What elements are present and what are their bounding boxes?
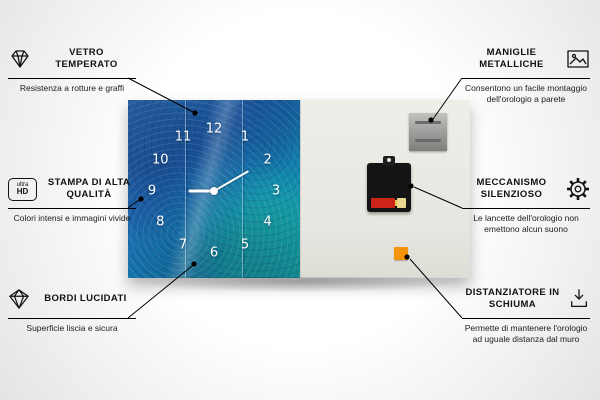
clock-number: 10 xyxy=(152,152,169,168)
clock-number: 7 xyxy=(178,237,188,253)
spacer-arrow-icon xyxy=(568,288,590,310)
callout-bordi-lucidati: BORDI LUCIDATI Superficie liscia e sicur… xyxy=(8,282,136,334)
metal-hanger-plate xyxy=(409,113,447,151)
callout-distanziatore-schiuma: DISTANZIATORE IN SCHIUMA Permette di man… xyxy=(462,282,590,345)
callout-stampa-alta-qualita: ultra HD STAMPA DI ALTA QUALITÀ Colori i… xyxy=(8,172,136,224)
callout-underline xyxy=(462,208,590,209)
clock-number: 9 xyxy=(147,183,157,199)
glass-seam xyxy=(242,100,243,278)
callout-description: Superficie liscia e sicura xyxy=(26,323,118,333)
callout-description: Colori intensi e immagini vivide xyxy=(13,213,131,223)
callout-meccanismo-silenzioso: MECCANISMO SILENZIOSO Le lancette dell'o… xyxy=(462,172,590,235)
clock-number: 12 xyxy=(205,121,223,137)
callout-vetro-temperato: VETRO TEMPERATO Resistenza a rotture e g… xyxy=(8,42,136,94)
picture-frame-icon xyxy=(566,49,590,69)
clock-number: 2 xyxy=(263,152,272,168)
clock-back-panel xyxy=(300,100,470,278)
foam-spacer xyxy=(394,247,408,260)
clock-number: 3 xyxy=(271,183,281,199)
callout-title: DISTANZIATORE IN SCHIUMA xyxy=(465,287,560,310)
callout-title: MANIGLIE METALLICHE xyxy=(479,47,544,70)
diamond-icon xyxy=(8,49,32,69)
callout-title: VETRO TEMPERATO xyxy=(55,47,118,70)
callout-description: Permette di mantenere l'orologio ad ugua… xyxy=(464,323,588,345)
hanger-slot xyxy=(415,121,441,124)
callout-description: Le lancette dell'orologio non emettono a… xyxy=(473,213,579,235)
ultra-hd-text-bottom: HD xyxy=(16,187,29,196)
clock-number: 1 xyxy=(240,129,250,145)
callout-title: STAMPA DI ALTA QUALITÀ xyxy=(47,177,131,200)
clock-number: 11 xyxy=(174,129,192,145)
clock-number: 5 xyxy=(240,237,250,253)
callout-title: MECCANISMO SILENZIOSO xyxy=(476,177,547,200)
callout-underline xyxy=(8,208,136,209)
ultra-hd-text-top: ultra xyxy=(16,182,29,188)
callout-underline xyxy=(462,78,590,79)
ultra-hd-icon: ultra HD xyxy=(8,177,37,201)
product-shadow xyxy=(132,277,466,293)
clock-number: 8 xyxy=(156,214,165,230)
glass-seam xyxy=(185,100,186,278)
callout-underline xyxy=(462,318,590,319)
hanging-hook xyxy=(383,156,395,166)
clock-center-dot xyxy=(210,187,218,195)
hanger-slot xyxy=(415,139,441,142)
callout-description: Consentono un facile montaggio dell'orol… xyxy=(465,83,587,105)
callout-title: BORDI LUCIDATI xyxy=(44,293,127,305)
hook-hole xyxy=(387,158,391,162)
battery xyxy=(371,198,398,208)
callout-description: Resistenza a rotture e graffi xyxy=(19,83,125,93)
callout-underline xyxy=(8,78,136,79)
clock-number: 4 xyxy=(263,214,272,230)
gem-icon xyxy=(8,288,30,310)
battery-tip xyxy=(395,200,398,206)
clock-number: 6 xyxy=(209,245,219,261)
clock-mechanism xyxy=(367,156,411,212)
mechanism-label xyxy=(397,198,406,208)
callout-underline xyxy=(8,318,136,319)
callout-maniglie-metalliche: MANIGLIE METALLICHE Consentono un facile… xyxy=(462,42,590,105)
gear-icon xyxy=(566,177,590,201)
